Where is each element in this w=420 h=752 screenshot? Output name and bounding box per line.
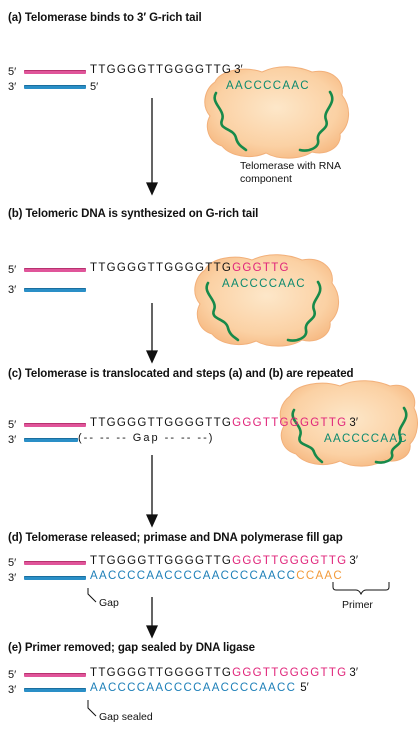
telomerase-caption: Telomerase with RNA component xyxy=(240,160,341,185)
rna-template-c: AACCCCAAC xyxy=(324,433,408,445)
five-prime-label-e: 5′ xyxy=(8,669,17,681)
g-rich-tail-a: TTGGGGTTGGGGTTG xyxy=(90,64,233,76)
step-b-title: (b) Telomeric DNA is synthesized on G-ri… xyxy=(8,208,259,220)
telomerase-enzyme-c xyxy=(279,380,418,467)
sequence-b: TTGGGGTTGGGGTTGGGGTTG xyxy=(90,262,290,274)
parental-strand-bottom-a xyxy=(24,85,86,89)
parental-strand-bottom-d xyxy=(24,576,86,580)
step-e-title: (e) Primer removed; gap sealed by DNA li… xyxy=(8,642,255,654)
parental-strand-bottom-b xyxy=(24,288,86,292)
rna-squiggle-right-c xyxy=(374,406,408,464)
telomerase-enzyme-b xyxy=(194,254,339,347)
gap-sealed-label-e: Gap sealed xyxy=(99,711,153,723)
g-rich-tail-c: TTGGGGTTGGGGTTG xyxy=(90,417,233,429)
five-prime-end-e: 5′ xyxy=(300,682,309,694)
five-prime-label-d: 5′ xyxy=(8,557,17,569)
three-prime-end-a: 3′ xyxy=(234,64,243,76)
parental-strand-top-e xyxy=(24,673,86,677)
three-prime-label-b: 3′ xyxy=(8,284,17,296)
arrowhead-c-d xyxy=(145,514,159,528)
new-dna-c: GGGTTGGGGTTG xyxy=(232,417,348,429)
primer-bracket-d xyxy=(332,582,390,596)
parental-strand-top-d xyxy=(24,561,86,565)
three-prime-label-d: 3′ xyxy=(8,572,17,584)
gap-sealed-bracket-e xyxy=(87,700,97,717)
five-prime-end-a: 5′ xyxy=(90,81,99,93)
rna-squiggle-right-b xyxy=(286,280,322,342)
gap-bracket-d xyxy=(87,588,97,603)
parental-strand-top-a xyxy=(24,70,86,74)
three-prime-end-d: 3′ xyxy=(349,555,358,567)
three-prime-label-a: 3′ xyxy=(8,81,17,93)
arrowhead-b-c xyxy=(145,350,159,364)
rna-squiggle-left-b xyxy=(205,281,240,342)
rna-squiggle-right-a xyxy=(298,90,334,152)
parental-strand-bottom-e xyxy=(24,688,86,692)
three-prime-end-c: 3′ xyxy=(349,417,358,429)
telomerase-enzyme-a xyxy=(204,66,349,159)
step-a-title: (a) Telomerase binds to 3′ G-rich tail xyxy=(8,12,202,24)
gap-indicator-c: (-- -- -- Gap -- -- --) xyxy=(78,432,215,444)
parental-strand-top-b xyxy=(24,268,86,272)
five-prime-label-a: 5′ xyxy=(8,66,17,78)
g-rich-tail-b: TTGGGGTTGGGGTTG xyxy=(90,262,233,274)
arrowhead-d-e xyxy=(145,625,159,639)
sealed-strand-e: AACCCCAACCCCAACCCCAACC xyxy=(90,682,297,694)
three-prime-label-e: 3′ xyxy=(8,684,17,696)
gap-label-d: Gap xyxy=(99,597,119,609)
rna-template-b: AACCCCAAC xyxy=(222,278,306,290)
rna-squiggle-left-a xyxy=(213,91,248,152)
new-dna-d: GGGTTGGGGTTG xyxy=(232,555,348,567)
sequence-bottom-d: AACCCCAACCCCAACCCCAACCCCAAC xyxy=(90,570,343,582)
five-prime-label-c: 5′ xyxy=(8,419,17,431)
primer-d: CCAAC xyxy=(296,570,343,582)
new-dna-b: GGGTTG xyxy=(232,262,290,274)
five-prime-label-b: 5′ xyxy=(8,264,17,276)
parental-strand-top-c xyxy=(24,423,86,427)
g-rich-tail-e: TTGGGGTTGGGGTTG xyxy=(90,667,233,679)
new-dna-e: GGGTTGGGGTTG xyxy=(232,667,348,679)
three-prime-end-e: 3′ xyxy=(349,667,358,679)
arrowhead-a-b xyxy=(145,182,159,196)
step-c-title: (c) Telomerase is translocated and steps… xyxy=(8,368,354,380)
rna-squiggle-left-c xyxy=(291,408,324,464)
rna-template-a: AACCCCAAC xyxy=(226,80,310,92)
step-d-title: (d) Telomerase released; primase and DNA… xyxy=(8,532,343,544)
filled-gap-d: AACCCCAACCCCAACCCCAACC xyxy=(90,570,297,582)
g-rich-tail-d: TTGGGGTTGGGGTTG xyxy=(90,555,233,567)
parental-strand-bottom-c xyxy=(24,438,78,442)
primer-label-d: Primer xyxy=(342,599,373,611)
three-prime-label-c: 3′ xyxy=(8,434,17,446)
